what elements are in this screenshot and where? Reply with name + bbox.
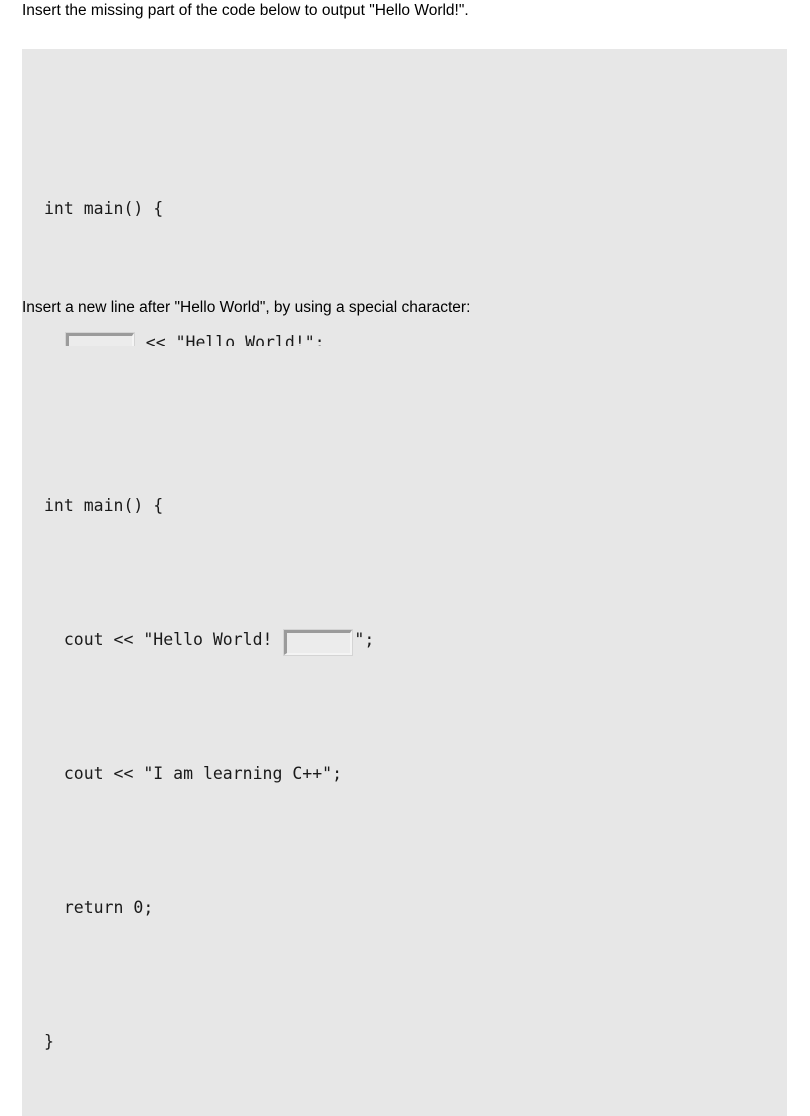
code-text: int main() { <box>44 198 164 218</box>
code-text: return 0; <box>44 897 154 917</box>
code-text: int main() { <box>44 495 164 515</box>
exercise-2: Insert a new line after "Hello World", b… <box>0 297 810 1116</box>
code-line: cout << "I am learning C++"; <box>44 757 787 791</box>
code-text: "; <box>354 629 375 649</box>
exercise-2-code-body: int main() { cout << "Hello World! "; co… <box>22 388 787 1116</box>
code-line: cout << "Hello World! "; <box>44 623 787 656</box>
code-text: } <box>44 1031 54 1051</box>
code-text: cout << "I am learning C++"; <box>44 763 343 783</box>
exercise-2-prompt: Insert a new line after "Hello World", b… <box>22 299 471 316</box>
code-line: int main() { <box>44 192 787 226</box>
code-line: } <box>44 1025 787 1059</box>
exercise-2-code-block: int main() { cout << "Hello World! "; co… <box>22 346 787 1116</box>
exercise-1-prompt: Insert the missing part of the code belo… <box>22 2 469 19</box>
code-line: int main() { <box>44 489 787 523</box>
code-text: cout << "Hello World! <box>44 629 283 649</box>
answer-input-2[interactable] <box>283 629 354 656</box>
code-line: return 0; <box>44 891 787 925</box>
